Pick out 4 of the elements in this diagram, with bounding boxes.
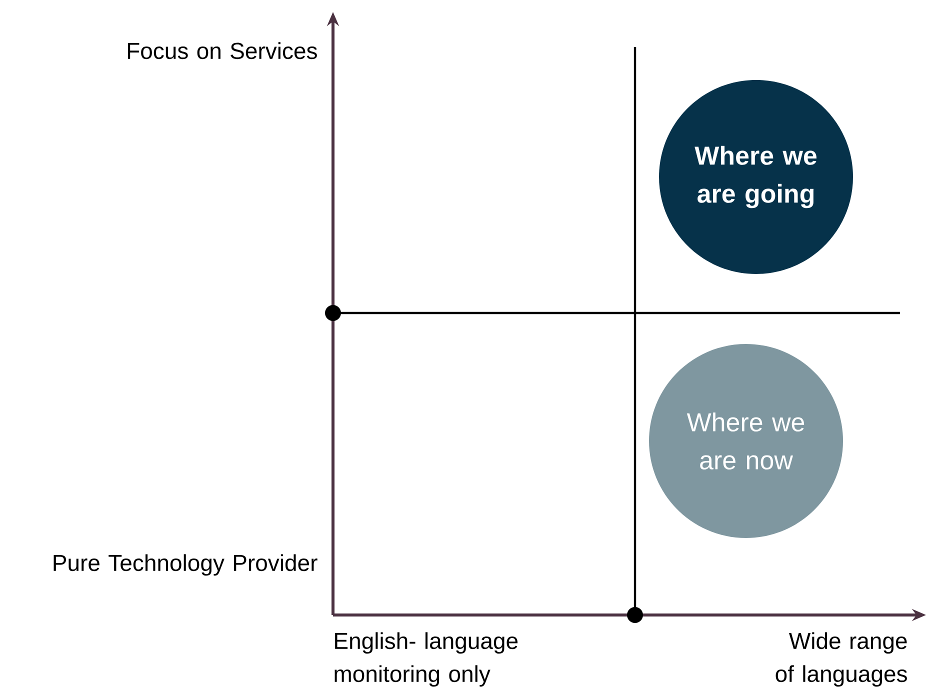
axis-label: English- language monitoring only [334,632,518,687]
axis-label: Pure Technology Provider [54,554,318,576]
axis-label: Focus on Services [128,42,317,60]
axis-label: Wide range of languages [776,632,907,687]
